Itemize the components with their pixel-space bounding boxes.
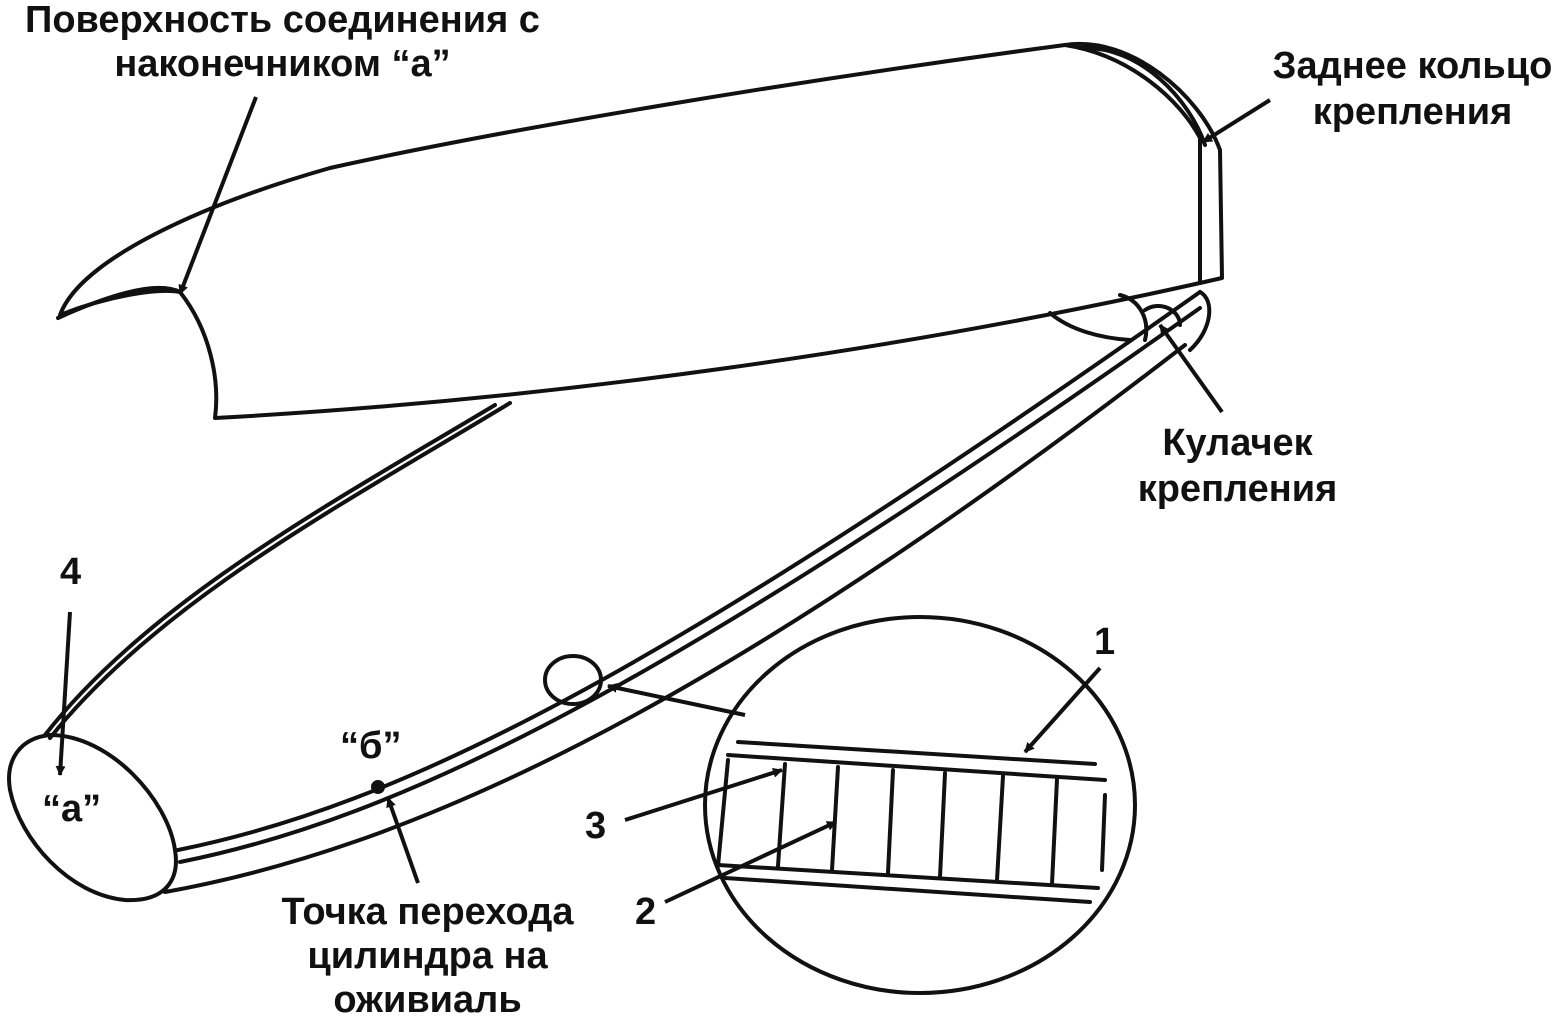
transition-label-line1: Точка перехода — [281, 891, 574, 933]
num3-arrow — [624, 767, 783, 822]
cam-label-line2: крепления — [1137, 468, 1338, 510]
lower-shell-rim-outer — [176, 290, 1202, 852]
upper-shell-tip-line — [56, 285, 182, 320]
transition-arrow — [386, 797, 420, 884]
upper-shell-outline — [58, 43, 1202, 420]
number-4: 4 — [60, 551, 82, 593]
cam-label-line1: Кулачек — [1162, 422, 1313, 464]
detail-arrow — [607, 682, 746, 717]
attachment-cam-2 — [1118, 293, 1149, 342]
lower-shell-bottom-edge — [163, 343, 1187, 894]
rear-ring-label-line2: крепления — [1312, 91, 1513, 133]
num2-arrow — [664, 820, 837, 904]
number-3: 3 — [585, 805, 607, 847]
attachment-cam-3 — [1188, 290, 1212, 352]
rear-ring-label-line1: Заднее кольцо — [1272, 45, 1553, 87]
num1-arrow — [1023, 666, 1102, 754]
lower-shell-top-edge — [48, 401, 512, 740]
surface-arrow — [178, 96, 258, 295]
lower-shell-top-edge-inner — [43, 403, 497, 737]
surface-label-line1: Поверхность соединения с — [25, 0, 540, 41]
rear-ring-arrow — [1201, 98, 1272, 144]
cam-arrow — [1158, 323, 1224, 414]
number-1: 1 — [1094, 621, 1116, 663]
surface-label-line2: наконечником “а” — [114, 43, 451, 85]
rear-ring-band — [1063, 41, 1224, 285]
nose-tip-end — [7, 733, 178, 903]
transition-label-line2: цилиндра на — [307, 935, 548, 977]
detail-circle-small — [543, 654, 603, 706]
detail-magnifier — [703, 615, 1137, 995]
rear-ring-inner — [1078, 45, 1207, 147]
point-b-label: “б” — [340, 725, 402, 767]
number-2: 2 — [635, 891, 657, 933]
num4-arrow — [55, 611, 72, 776]
transition-point-dot — [371, 780, 385, 794]
point-a-label: “а” — [42, 788, 102, 830]
attachment-cam-4 — [1143, 304, 1182, 327]
transition-label-line3: оживиаль — [333, 979, 522, 1021]
lower-shell-rim-inner — [178, 306, 1202, 864]
attachment-cam — [1048, 311, 1132, 342]
